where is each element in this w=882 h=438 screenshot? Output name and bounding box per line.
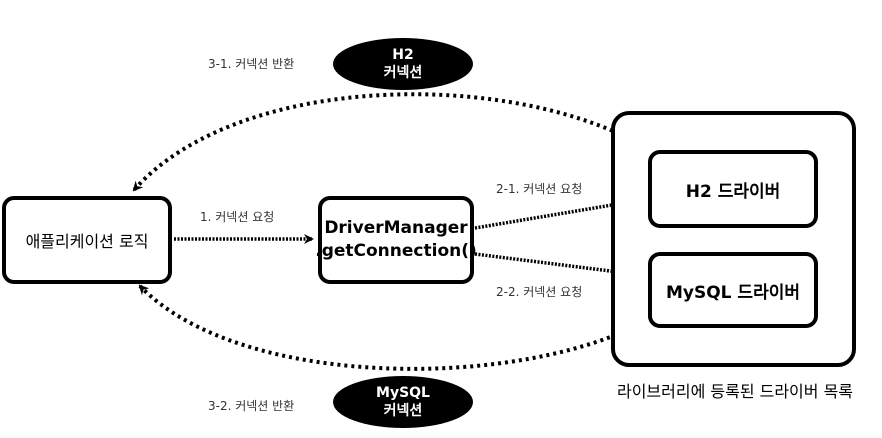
- arrow-mysql-connection-return: [138, 284, 649, 371]
- h2-driver-label: H2 드라이버: [685, 181, 781, 202]
- mysql-connection-title: MySQL: [376, 385, 430, 401]
- step-3-1-label: 3-1. 커넥션 반환: [208, 57, 295, 71]
- step-2-1-label: 2-1. 커넥션 요청: [496, 182, 583, 196]
- driver-manager-title: DriverManager: [324, 218, 468, 238]
- application-logic-label: 애플리케이션 로직: [25, 232, 149, 251]
- h2-connection-title: H2: [392, 47, 414, 63]
- step-1-label: 1. 커넥션 요청: [200, 210, 275, 224]
- h2-connection-subtitle: 커넥션: [383, 65, 423, 81]
- arrow-h2-connection-return: [132, 92, 652, 192]
- mysql-connection-badge: MySQL 커넥션: [333, 376, 473, 428]
- h2-connection-badge: H2 커넥션: [333, 38, 473, 90]
- mysql-driver-box: MySQL 드라이버: [648, 252, 818, 328]
- driver-manager-box: DriverManager .getConnection(): [315, 196, 477, 284]
- driver-manager-method: .getConnection(): [315, 241, 477, 261]
- driver-library-label: 라이브러리에 등록된 드라이버 목록: [616, 382, 854, 401]
- mysql-connection-subtitle: 커넥션: [383, 403, 423, 419]
- h2-driver-box: H2 드라이버: [648, 150, 818, 228]
- step-2-2-label: 2-2. 커넥션 요청: [496, 285, 583, 299]
- mysql-driver-label: MySQL 드라이버: [665, 282, 800, 303]
- step-3-2-label: 3-2. 커넥션 반환: [208, 399, 295, 413]
- application-logic-box: 애플리케이션 로직: [2, 196, 172, 284]
